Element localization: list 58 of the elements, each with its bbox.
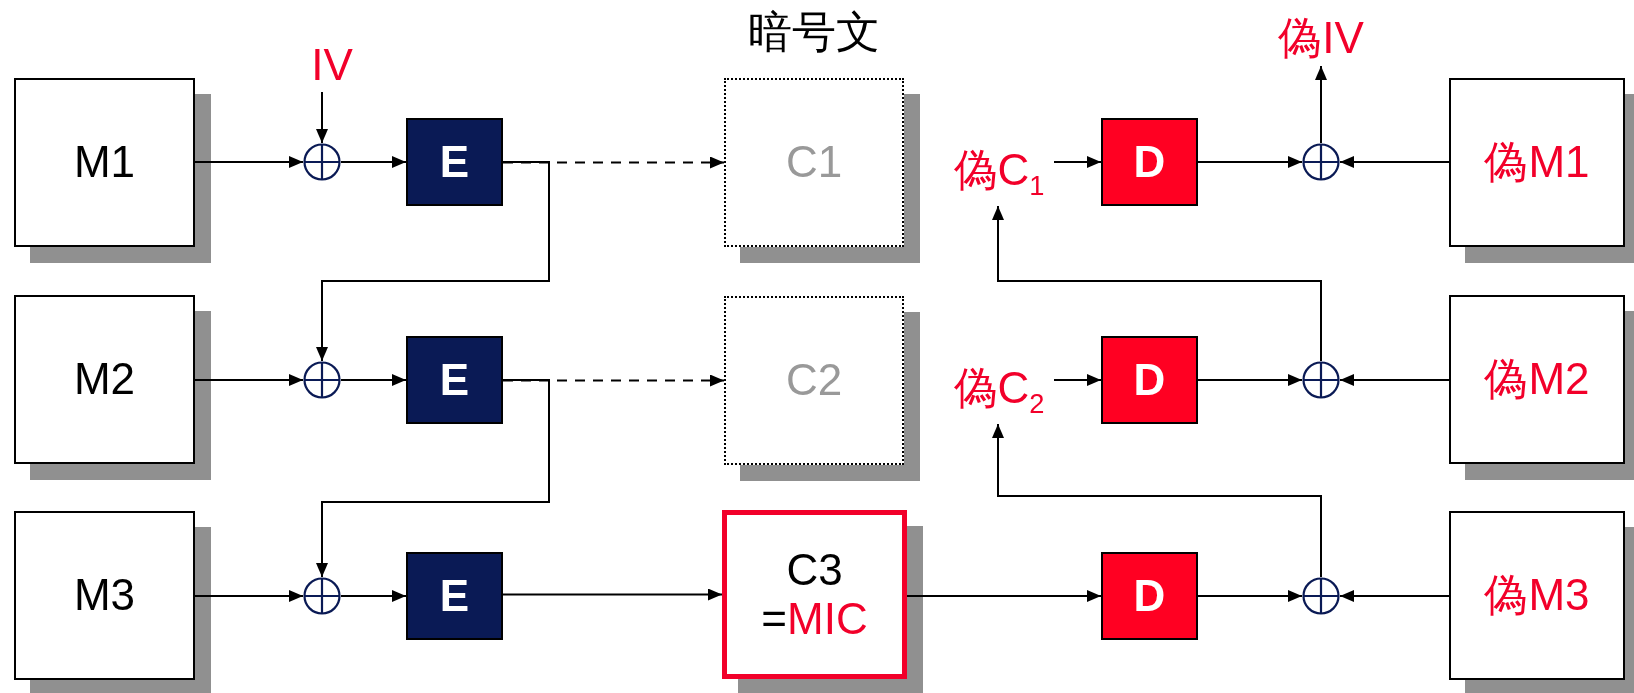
signal-label: 偽C$_{2}$: [944, 352, 1054, 424]
xor-symbol: [303, 577, 341, 615]
arrow: [1197, 590, 1303, 602]
decrypt-block: [1101, 336, 1198, 424]
decrypt-block: [1101, 118, 1198, 206]
arrow: [992, 423, 1322, 578]
arrow: [316, 379, 550, 578]
arrow: [194, 374, 304, 386]
block-label: M3: [73, 571, 136, 620]
xor-symbol: [303, 361, 341, 399]
block-label: E: [439, 571, 470, 621]
signal-label: 偽C$_{1}$: [944, 134, 1054, 206]
arrow: [316, 161, 550, 362]
heading: 暗号文: [747, 6, 881, 58]
equals-sign: =: [761, 594, 787, 643]
block-label: E: [439, 355, 470, 405]
arrow: [1339, 156, 1450, 168]
block-label: 偽M3: [1484, 571, 1590, 620]
arrow: [1339, 590, 1450, 602]
xor-symbol: [1302, 577, 1340, 615]
arrow: [316, 91, 328, 144]
signal-label: 偽IV: [1268, 10, 1374, 66]
block-label: M2: [73, 355, 136, 404]
arrow: [1315, 65, 1327, 144]
xor-symbol: [1302, 361, 1340, 399]
arrow: [1053, 156, 1102, 168]
arrow: [194, 156, 304, 168]
block-label: D: [1133, 571, 1166, 621]
block-label: C1: [785, 138, 843, 187]
arrow: [340, 590, 407, 602]
arrow: [992, 205, 1322, 362]
encrypt-block: [406, 118, 503, 206]
decrypt-block: [1101, 552, 1198, 640]
block-label: D: [1133, 355, 1166, 405]
encrypt-block: [406, 336, 503, 424]
arrow: [906, 590, 1102, 602]
xor-symbol: [303, 143, 341, 181]
block-label: C2: [785, 356, 843, 405]
arrow: [340, 156, 407, 168]
block-label: E: [439, 137, 470, 187]
arrow: [502, 588, 723, 601]
arrow: [502, 156, 725, 169]
block-label: M1: [73, 138, 136, 187]
arrow: [1197, 156, 1303, 168]
arrow: [1053, 374, 1102, 386]
signal-label: IV: [300, 38, 364, 92]
block-label: C3: [786, 546, 843, 595]
block-label: 偽M1: [1484, 138, 1590, 187]
arrow: [340, 374, 407, 386]
encrypt-block: [406, 552, 503, 640]
xor-symbol: [1302, 143, 1340, 181]
block-label: MIC: [787, 594, 868, 643]
arrow: [1339, 374, 1450, 386]
block-label: D: [1133, 137, 1166, 187]
arrow: [194, 590, 304, 602]
arrow: [502, 374, 725, 387]
block-label: 偽M2: [1484, 355, 1590, 404]
arrow: [1197, 374, 1303, 386]
